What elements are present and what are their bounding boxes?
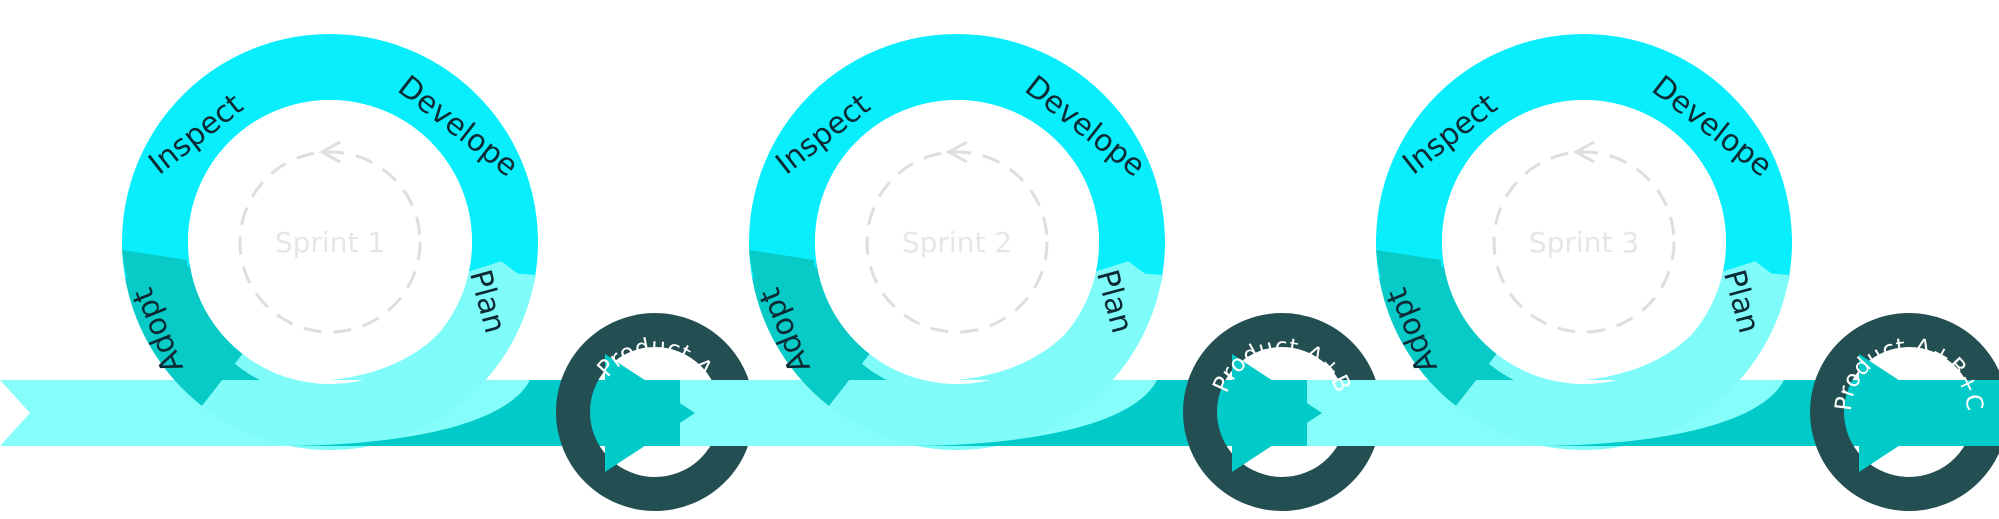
ring-segment-plan (1455, 271, 1788, 450)
sprint-dashed-loop (1492, 150, 1676, 334)
loop-arrow-icon (945, 140, 968, 164)
band-swoop (155, 270, 536, 380)
ring-inner (1442, 100, 1726, 384)
ring-segment-plan (201, 271, 534, 450)
band-swoop (1409, 270, 1790, 380)
loop-arrow-icon (318, 140, 341, 164)
ring-segment-inspect-develope (749, 34, 1166, 286)
ring-segment-plan (828, 271, 1161, 450)
sprint-label: Sprint 1 (275, 226, 385, 259)
adopt-tail (122, 250, 260, 380)
product-arrow-head (1859, 354, 1949, 472)
adopt-tail (749, 250, 887, 380)
ring-inner (815, 100, 1099, 384)
sprint-dashed-loop (238, 150, 422, 334)
product-arrow-head (605, 354, 695, 472)
ring-segment-inspect-develope (1376, 34, 1792, 286)
ring-inner (188, 100, 472, 384)
band-swoop (782, 270, 1163, 380)
sprint-label: Sprint 3 (1529, 226, 1639, 259)
product-arrow-head (1232, 354, 1322, 472)
loop-arrow-icon (1572, 140, 1595, 164)
sprint-dashed-loop (865, 150, 1049, 334)
ring-segment-inspect-develope (122, 34, 538, 286)
adopt-tail (1376, 250, 1514, 380)
sprint-label: Sprint 2 (902, 226, 1012, 259)
